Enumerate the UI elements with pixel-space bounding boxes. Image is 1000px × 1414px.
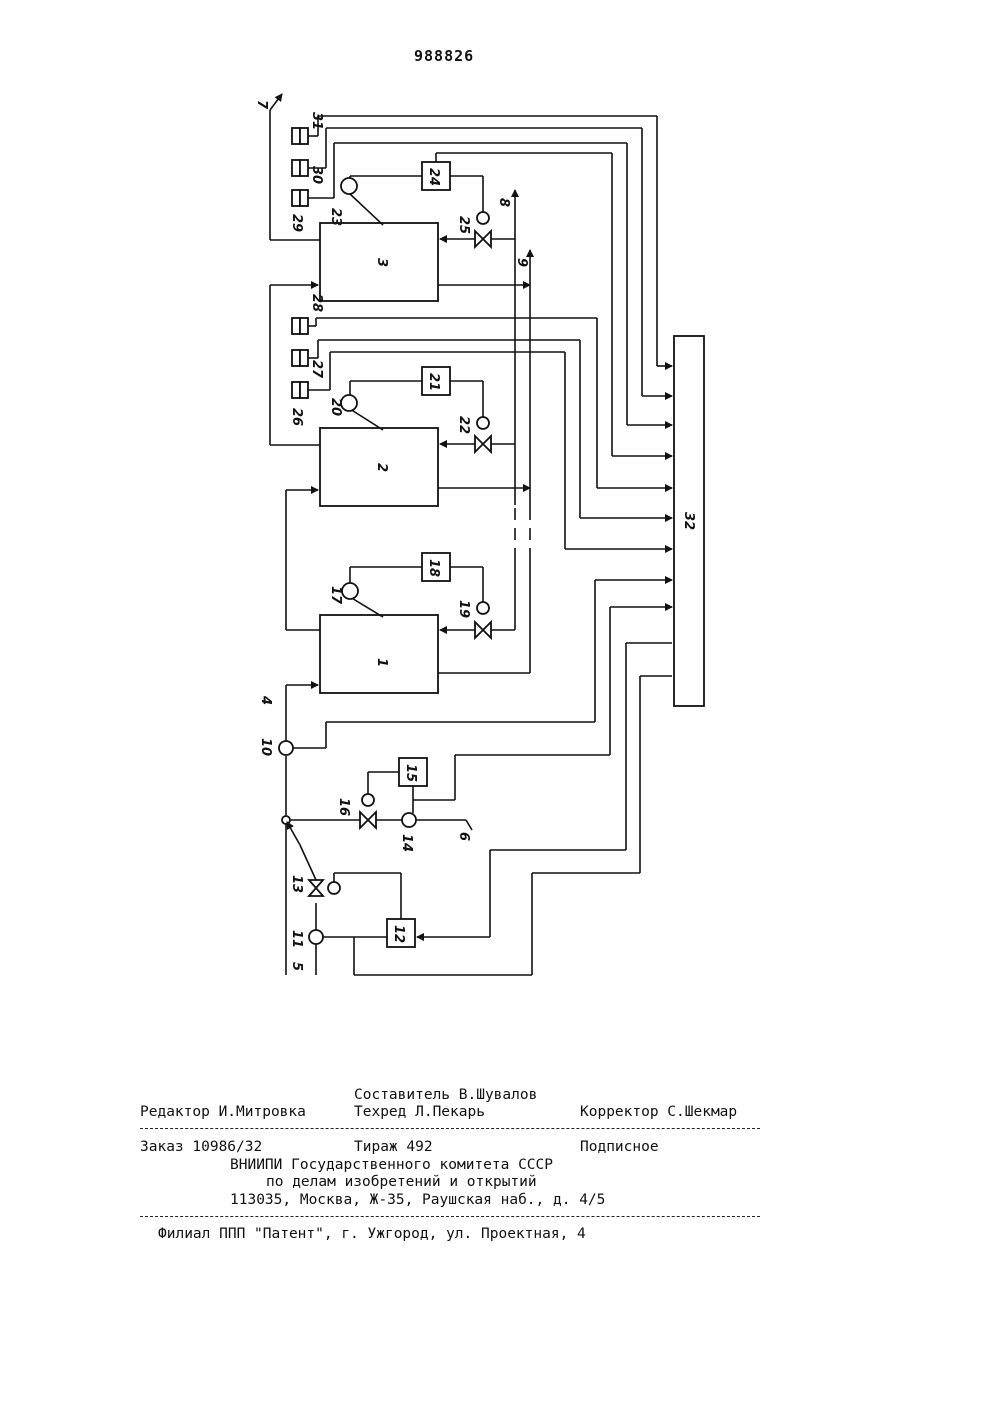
label-21: 21 (426, 373, 441, 391)
footer-techred: Техред Л.Пекарь (354, 1104, 485, 1120)
label-6: 6 (456, 832, 471, 841)
footer-corrector: Корректор С.Шекмар (580, 1104, 737, 1120)
valve-22 (475, 436, 491, 452)
label-17: 17 (328, 586, 343, 605)
footer-org-line1: ВНИИПИ Государственного комитета СССР (230, 1157, 553, 1173)
label-24: 24 (426, 168, 441, 186)
unit-1-box (320, 615, 438, 693)
label-9: 9 (514, 258, 529, 267)
label-7: 7 (254, 100, 269, 110)
label-4: 4 (258, 695, 273, 705)
pump-10 (279, 741, 293, 755)
process-control-diagram: 1 2 3 32 24 21 18 15 12 7 31 30 29 23 25… (0, 0, 1000, 1000)
footer-divider-1 (140, 1128, 760, 1129)
footer-order: Заказ 10986/32 (140, 1139, 262, 1155)
label-26: 26 (289, 408, 304, 426)
label-19: 19 (456, 600, 471, 618)
pump-11 (309, 930, 323, 944)
footer-compiler: Составитель В.Шувалов (354, 1087, 537, 1103)
sensor-26 (292, 382, 308, 398)
footer-editor: Редактор И.Митровка (140, 1104, 306, 1120)
footer-divider-2 (140, 1216, 760, 1217)
label-12: 12 (391, 925, 406, 943)
level-probe-20 (341, 395, 383, 430)
label-unit-1: 1 (374, 658, 389, 667)
sensor-27 (292, 350, 308, 366)
footer-subscription: Подписное (580, 1139, 659, 1155)
sensor-30 (292, 160, 308, 176)
label-23: 23 (328, 208, 343, 226)
label-22: 22 (456, 416, 471, 434)
label-10: 10 (258, 738, 273, 756)
label-14: 14 (399, 834, 414, 852)
junction-node (282, 816, 290, 824)
label-5: 5 (289, 962, 304, 971)
sensor-31 (292, 128, 308, 144)
level-probe-23 (341, 178, 383, 225)
footer-org-address: 113035, Москва, Ж-35, Раушская наб., д. … (230, 1192, 605, 1208)
footer-circulation: Тираж 492 (354, 1139, 433, 1155)
label-27: 27 (309, 360, 324, 379)
level-probe-17 (342, 583, 383, 617)
label-15: 15 (403, 764, 418, 782)
label-11: 11 (289, 930, 304, 948)
label-20: 20 (328, 398, 343, 416)
label-16: 16 (336, 798, 351, 816)
label-18: 18 (426, 559, 441, 577)
label-unit-3: 3 (374, 258, 389, 267)
footer-branch: Филиал ППП "Патент", г. Ужгород, ул. Про… (158, 1226, 586, 1242)
label-unit-2: 2 (374, 463, 389, 472)
valve-19 (475, 622, 491, 638)
label-29: 29 (289, 214, 304, 232)
label-25: 25 (456, 216, 471, 234)
valve-13 (309, 880, 323, 896)
pump-14 (402, 813, 416, 827)
label-8: 8 (496, 198, 511, 207)
label-13: 13 (289, 875, 304, 893)
footer-org-line2: по делам изобретений и открытий (266, 1174, 537, 1190)
label-28: 28 (309, 294, 324, 312)
label-31: 31 (309, 112, 324, 130)
label-30: 30 (309, 166, 324, 184)
sensor-28 (292, 318, 308, 334)
label-32: 32 (681, 512, 696, 530)
valve-25 (475, 231, 491, 247)
valve-16 (360, 812, 376, 828)
sensor-29 (292, 190, 308, 206)
